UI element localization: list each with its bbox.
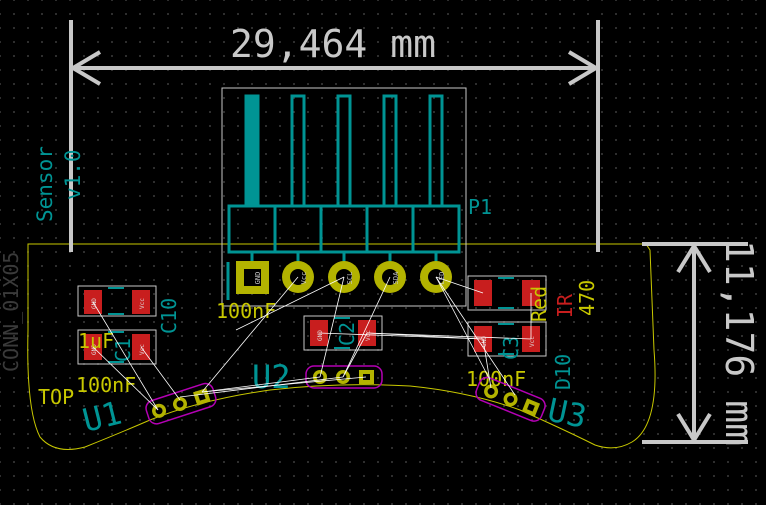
c1-label: C1: [111, 338, 135, 362]
p1-header-silkscreen: [227, 94, 461, 262]
capacitor-c10[interactable]: GND Vcc: [77, 285, 157, 317]
u2-label: U2: [252, 358, 291, 396]
d10-label: D10: [551, 354, 575, 390]
c2-pad-gnd: GND: [317, 330, 324, 341]
c3-pad-gnd: GND: [481, 336, 488, 347]
top-label: TOP: [38, 385, 74, 409]
p1-pad-names: GND Vcc SCL SDA LED: [254, 271, 446, 284]
sensor-label: Sensor: [33, 146, 57, 222]
regulator-u1[interactable]: [144, 381, 218, 425]
p1-pin5-name: LED: [438, 272, 446, 285]
sensor-u3[interactable]: [474, 375, 548, 423]
c1-pad-gnd: GND: [91, 344, 98, 355]
c3-pad-vcc: Vcc: [529, 336, 536, 347]
board-edge-outline: [27, 243, 656, 450]
p1-label: P1: [468, 195, 492, 219]
c10-pad-gnd: GND: [91, 298, 98, 309]
ir-label: IR: [553, 293, 577, 318]
width-dimension: [69, 20, 600, 252]
c1-value: 1uF: [78, 329, 114, 353]
p1-pin3-name: SCL: [346, 272, 354, 285]
p1-courtyard: [221, 87, 467, 307]
height-dimension: [642, 242, 748, 444]
p1-pin4-name: SDA: [392, 271, 400, 284]
c10-pad-vcc: Vcc: [139, 298, 146, 309]
width-dimension-label: 29,464 mm: [230, 22, 436, 66]
c2-pad-vcc: Vcc: [365, 330, 372, 341]
version-label: v1.0: [61, 149, 85, 200]
conn-label: CONN_01X05: [0, 252, 23, 372]
r470-label: 470: [575, 280, 599, 316]
p1-pin2-name: Vcc: [300, 272, 308, 285]
c10-value: 100nF: [76, 373, 136, 397]
p1-pin1-name: GND: [254, 272, 262, 285]
u1-label: U1: [79, 394, 126, 440]
ratsnest: [92, 276, 532, 411]
c2-value: 100nF: [216, 299, 276, 323]
u3-label: U3: [544, 391, 590, 436]
c3-label: C3: [499, 336, 523, 360]
height-dimension-label: 11,176 mm: [717, 240, 761, 446]
c10-label: C10: [157, 298, 181, 334]
